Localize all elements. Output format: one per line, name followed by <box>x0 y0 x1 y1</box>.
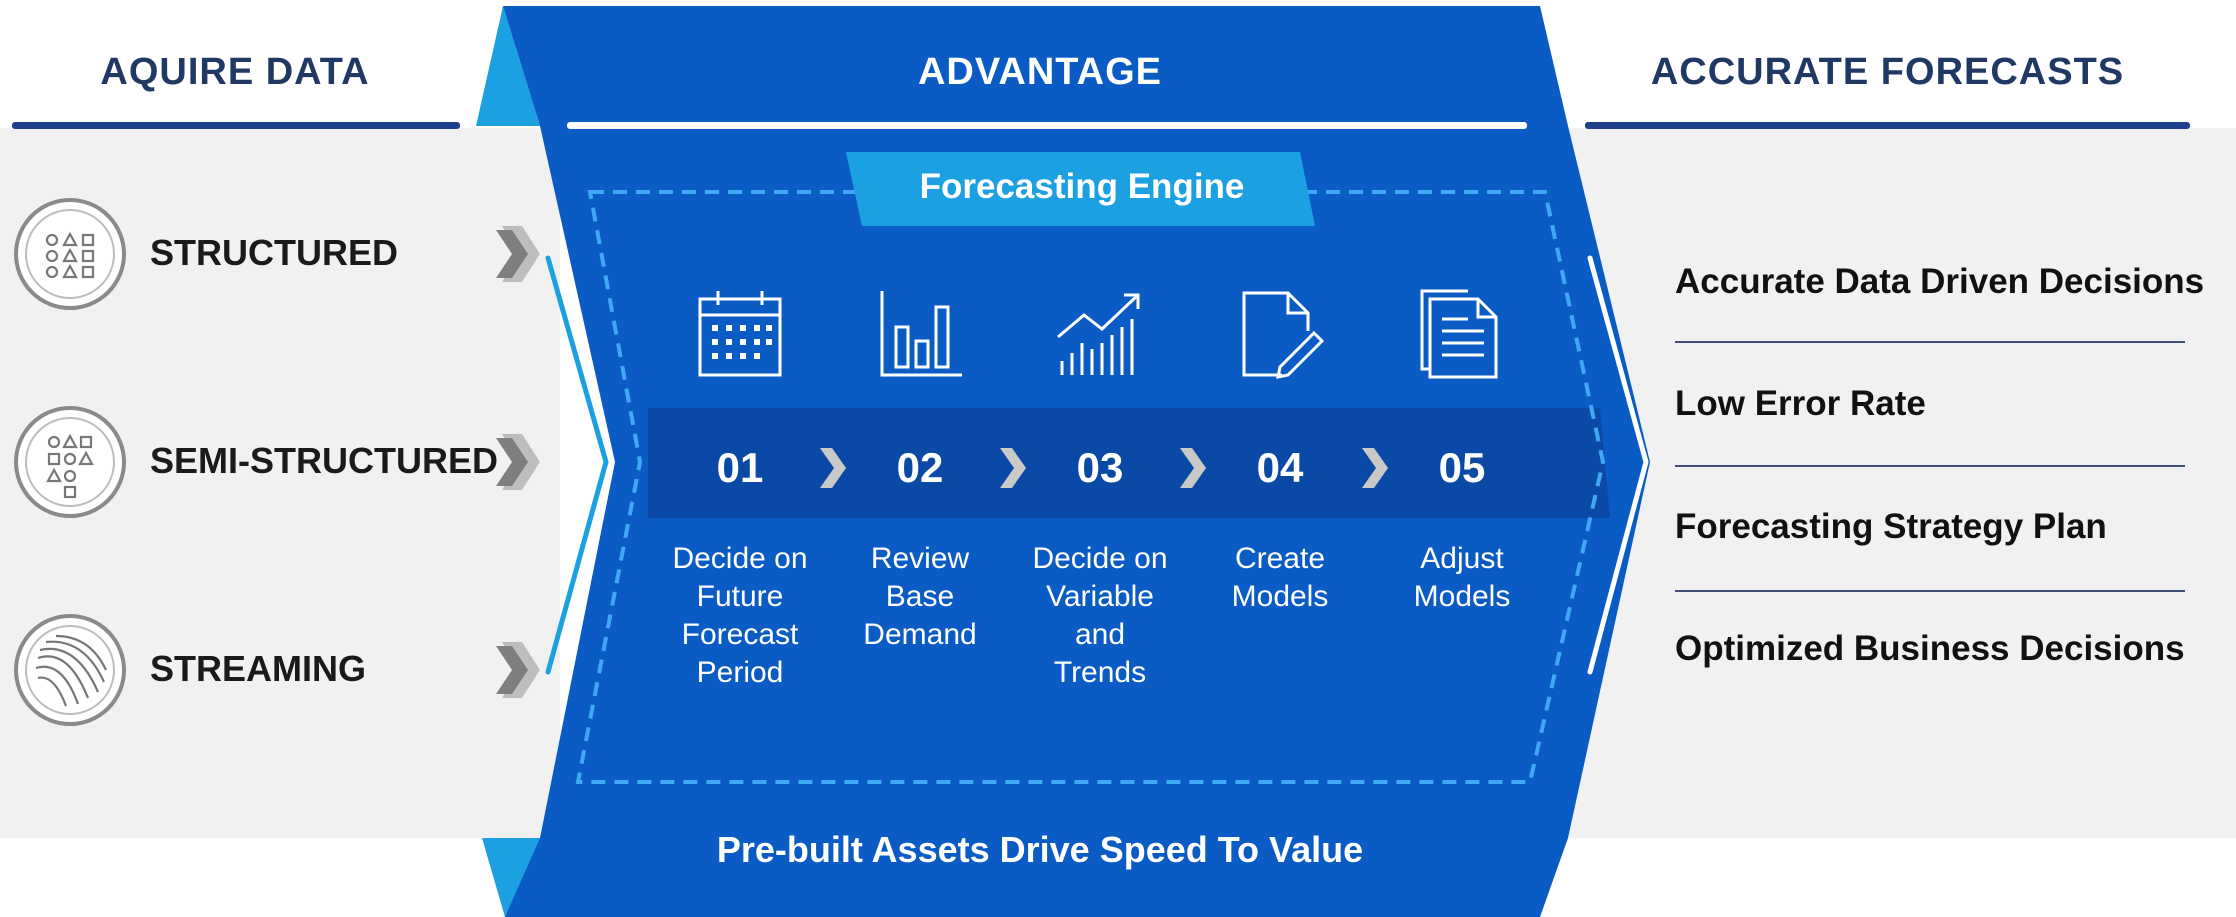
result-divider <box>1675 341 2185 343</box>
source-label: STRUCTURED <box>150 232 398 273</box>
result-item: Optimized Business Decisions <box>1675 629 2185 668</box>
step-label-02: Review Base Demand <box>825 540 1015 654</box>
step-label-line: Decide on <box>1032 542 1168 575</box>
result-item: Low Error Rate <box>1675 384 1926 423</box>
step-label-line: Decide on <box>672 542 808 575</box>
step-label-line: Adjust <box>1420 542 1504 575</box>
step-label-line: Variable <box>1046 580 1154 613</box>
left-title-underline <box>12 122 460 129</box>
step-label-03: Decide on Variable and Trends <box>1005 540 1195 692</box>
step-number-04: 04 <box>1256 444 1304 491</box>
step-label-01: Decide on Future Forecast Period <box>645 540 835 692</box>
engine-dashed-frame <box>575 190 1606 784</box>
chevron-right-icon <box>496 226 540 282</box>
advantage-title: ADVANTAGE <box>917 51 1163 93</box>
engine-title-tab <box>846 152 1315 226</box>
forecasting-engine-title: Forecasting Engine <box>919 167 1245 206</box>
step-label-line: Models <box>1231 580 1329 613</box>
chevron-right-icon <box>496 642 540 698</box>
chevron-right-icon <box>820 448 846 488</box>
left-bracket <box>545 255 609 675</box>
accurate-forecasts-title: ACCURATE FORECASTS <box>1650 51 2125 93</box>
step-label-line: Trends <box>1053 656 1147 689</box>
mid-title-underline <box>567 122 1527 129</box>
step-label-05: Adjust Models <box>1367 540 1557 616</box>
step-label-line: Future <box>696 580 784 613</box>
chevron-right-icon <box>496 434 540 490</box>
step-label-line: Demand <box>863 618 977 651</box>
result-divider <box>1675 465 2185 467</box>
right-bracket <box>1587 255 1649 675</box>
step-number-03: 03 <box>1076 444 1124 491</box>
step-label-line: Create <box>1234 542 1326 575</box>
bar-chart-icon <box>880 291 962 377</box>
trend-chart-icon <box>1057 293 1140 375</box>
source-label: STREAMING <box>150 648 366 689</box>
result-item: Accurate Data Driven Decisions <box>1675 262 2205 301</box>
result-item: Forecasting Strategy Plan <box>1675 507 2107 546</box>
chevron-right-icon <box>1000 448 1026 488</box>
right-title-underline <box>1585 122 2190 129</box>
right-gray-panel <box>1560 128 2236 838</box>
chevron-right-icon <box>1180 448 1206 488</box>
documents-icon <box>1420 289 1498 379</box>
step-number-02: 02 <box>896 444 944 491</box>
step-number-05: 05 <box>1438 444 1486 491</box>
acquire-data-title: AQUIRE DATA <box>100 51 370 93</box>
chevron-right-icon <box>1362 448 1388 488</box>
numbers-band <box>648 408 1610 518</box>
step-label-line: Forecast <box>681 618 799 651</box>
edit-document-icon <box>1242 291 1325 379</box>
footer-tagline: Pre-built Assets Drive Speed To Value <box>716 829 1364 870</box>
step-label-line: and <box>1074 618 1126 651</box>
result-divider <box>1675 590 2185 592</box>
shapes-tree-icon <box>14 406 126 518</box>
step-label-line: Base <box>885 580 955 613</box>
step-label-04: Create Models <box>1185 540 1375 616</box>
step-number-01: 01 <box>716 444 764 491</box>
calendar-icon <box>698 291 782 377</box>
step-label-line: Period <box>696 656 784 689</box>
shapes-grid-icon <box>14 198 126 310</box>
stream-lines-icon <box>14 614 126 726</box>
step-label-line: Models <box>1413 580 1511 613</box>
source-label: SEMI-STRUCTURED <box>150 440 498 481</box>
step-label-line: Review <box>870 542 970 575</box>
top-accent-triangle <box>476 6 540 126</box>
